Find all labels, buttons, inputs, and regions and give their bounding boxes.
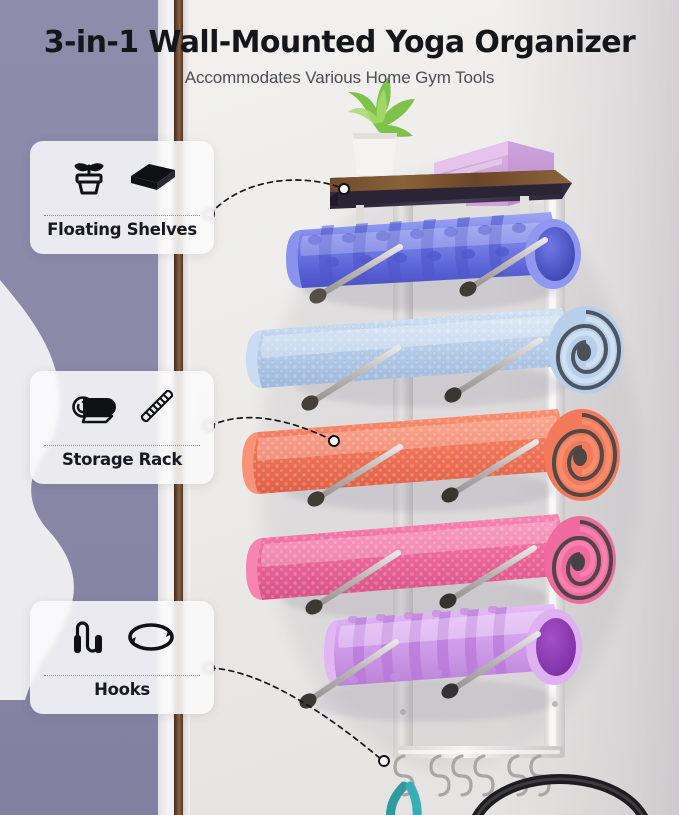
feature-card-label: Floating Shelves bbox=[47, 220, 197, 239]
feature-card-divider bbox=[44, 215, 200, 216]
black-resistance-band bbox=[472, 774, 648, 815]
potted-plant-icon bbox=[67, 155, 111, 199]
yoga-mat-lightblue bbox=[246, 306, 624, 407]
rack-arm-row3 bbox=[307, 439, 539, 507]
rack-arm-row4 bbox=[305, 545, 537, 615]
shelf-potted-plant bbox=[348, 77, 415, 175]
mat-roll-spiral-coral bbox=[544, 409, 620, 501]
hook-bar bbox=[393, 746, 565, 797]
feature-card-icon-row bbox=[30, 371, 214, 443]
feature-card-storage-rack[interactable]: Storage Rack bbox=[30, 371, 214, 484]
rack-arm-row2 bbox=[301, 337, 543, 411]
feature-card-floating-shelves[interactable]: Floating Shelves bbox=[30, 141, 214, 254]
page-title: 3-in-1 Wall-Mounted Yoga Organizer bbox=[43, 25, 636, 60]
feature-card-label: Hooks bbox=[94, 680, 150, 699]
mat-roll-spiral-lightblue bbox=[548, 306, 624, 394]
jump-rope-icon bbox=[68, 615, 108, 659]
mat-roll-spiral-pink bbox=[544, 516, 616, 604]
feature-card-icon-row bbox=[30, 601, 214, 673]
feature-card-hooks[interactable]: Hooks bbox=[30, 601, 214, 714]
storage-box-icon bbox=[128, 157, 178, 197]
foam-roller-icon bbox=[134, 385, 178, 429]
feature-card-icon-row bbox=[30, 141, 214, 213]
page-subtitle: Accommodates Various Home Gym Tools bbox=[184, 68, 495, 87]
foam-roller-blue bbox=[286, 212, 581, 311]
feature-card-divider bbox=[44, 675, 200, 676]
teal-resistance-band bbox=[386, 781, 422, 815]
rolled-mat-icon bbox=[67, 387, 117, 427]
header-block: 3-in-1 Wall-Mounted Yoga Organizer Accom… bbox=[0, 24, 679, 88]
rack-arm-row1 bbox=[309, 237, 548, 304]
resistance-band-icon bbox=[125, 617, 177, 657]
feature-card-divider bbox=[44, 445, 200, 446]
feature-card-label: Storage Rack bbox=[61, 450, 183, 469]
floating-shelf bbox=[330, 77, 572, 223]
foam-roller-purple bbox=[305, 604, 582, 722]
